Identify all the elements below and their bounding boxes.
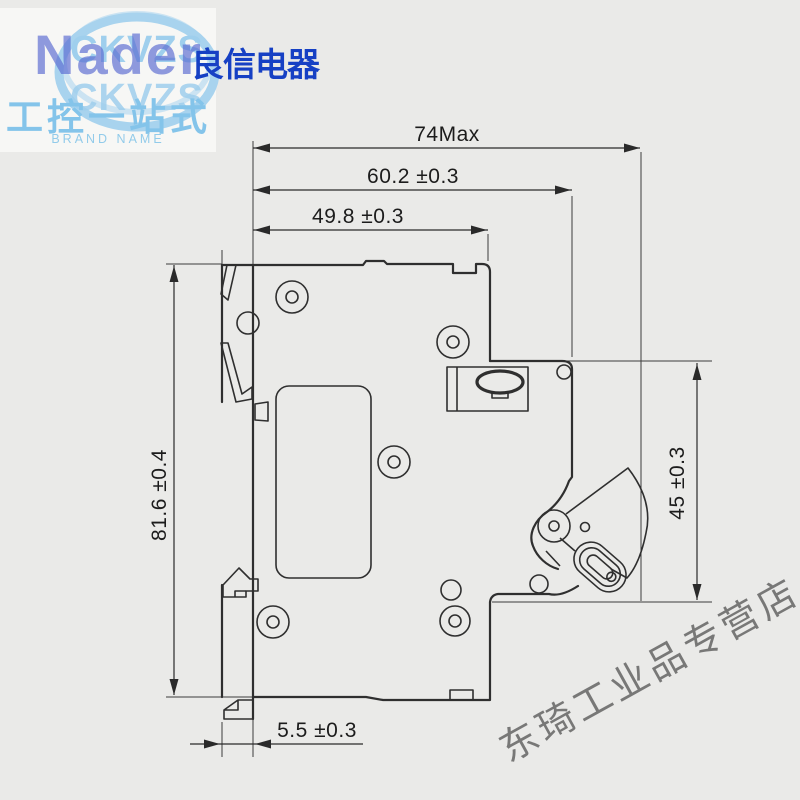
lever-sweep-arc	[565, 467, 649, 579]
clip-lever-mechanism	[537, 467, 649, 593]
wire-clamp-opening	[475, 369, 525, 395]
clip-roller	[573, 541, 627, 593]
breaker-outline	[220, 259, 580, 721]
din-claw-mid	[220, 342, 253, 403]
dim-label-49-8: 49.8 ±0.3	[312, 205, 404, 228]
terminal-block	[446, 366, 529, 412]
dimension-terminal-height: 45 ±0.3	[666, 363, 702, 600]
brand-slogan: 工控一站式	[6, 97, 211, 138]
rivet-circles	[236, 280, 572, 639]
dim-label-5-5: 5.5 ±0.3	[277, 719, 357, 742]
dim-label-45: 45 ±0.3	[666, 446, 689, 519]
extension-lines	[166, 141, 712, 757]
brand-name-zh: 良信电器	[191, 46, 320, 83]
brand-badge-logo: CKVZS CKVZS	[54, 11, 220, 132]
brand-name-en: Nader	[34, 23, 203, 86]
logo-background	[0, 8, 216, 152]
dimension-body-width: 49.8 ±0.3	[253, 205, 488, 235]
brand-watermark-area: CKVZS CKVZS Nader 良信电器 工控一站式 BRAND NAME	[0, 0, 360, 170]
dim-label-74max: 74Max	[414, 123, 480, 146]
dimension-overall-width: 74Max	[253, 123, 640, 153]
din-tab	[254, 401, 269, 422]
bottom-notch	[449, 689, 474, 700]
label-recess	[275, 385, 372, 579]
dimension-terminal-width: 60.2 ±0.3	[253, 165, 572, 195]
badge-text-upper: CKVZS	[70, 29, 204, 71]
brand-tagline: BRAND NAME	[51, 132, 165, 146]
dim-label-60-2: 60.2 ±0.3	[367, 165, 459, 188]
dimension-clip-width: 5.5 ±0.3	[190, 719, 363, 749]
badge-text-lower: CKVZS	[70, 77, 204, 119]
dim-label-81-6: 81.6 ±0.4	[148, 449, 171, 541]
din-clip-foot	[223, 697, 254, 720]
dimension-overall-height: 81.6 ±0.4	[148, 265, 179, 695]
lever-pivot	[537, 509, 571, 543]
din-claw-top	[220, 264, 237, 301]
